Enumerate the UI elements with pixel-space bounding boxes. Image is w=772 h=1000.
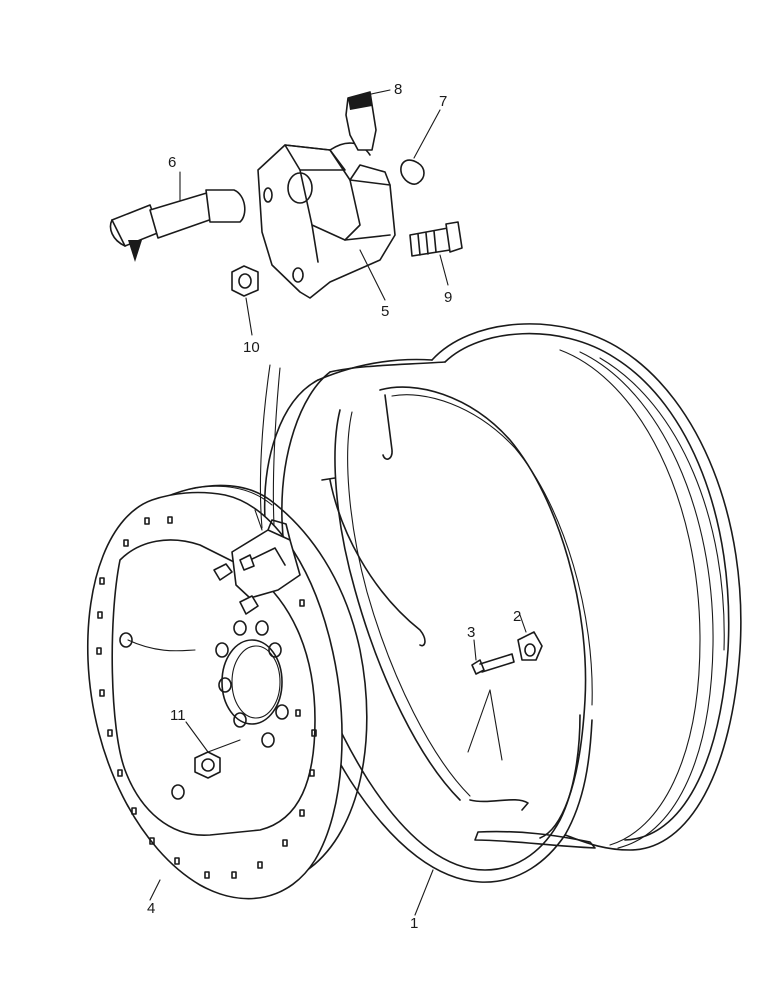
callout-8: 8: [394, 81, 402, 98]
clamp-assembled: [213, 364, 301, 615]
callout-6: 6: [168, 154, 176, 171]
callout-3: 3: [467, 624, 475, 641]
callout-7: 7: [439, 93, 447, 110]
nut-part-10: [231, 265, 259, 336]
rim-far-edge: [431, 323, 742, 851]
callout-11: 11: [170, 707, 186, 724]
hub-bore: [221, 639, 283, 725]
callout-10: 10: [243, 339, 260, 356]
callout-1: 1: [410, 915, 418, 932]
bolt-part-9: [409, 221, 463, 286]
rim-part-1: [263, 323, 742, 916]
callout-labels: 1 2 3 4 5 6 7 8 9 10 11: [147, 81, 521, 932]
callout-2: 2: [513, 608, 521, 625]
wheel-nut-part-11: [194, 751, 221, 779]
callout-9: 9: [444, 289, 452, 306]
screw-shaft-part-6: [109, 171, 246, 262]
disc-face: [86, 491, 343, 900]
clamp-bracket-part-5: [257, 142, 396, 301]
wedge-part-8: [345, 89, 391, 151]
callout-4: 4: [147, 900, 155, 917]
bolt-part-3: [471, 639, 515, 675]
callout-5: 5: [381, 303, 389, 320]
hub-stud-holes: [119, 620, 289, 800]
rim-far-edge-inner: [444, 332, 730, 841]
wheel-disc-part-4: [86, 484, 368, 901]
circlip-part-7: [400, 109, 441, 185]
perimeter-slots: [96, 516, 317, 879]
bracket-bore: [287, 172, 313, 204]
rim-near-edge: [263, 379, 593, 883]
shim-part-2: [517, 614, 543, 661]
